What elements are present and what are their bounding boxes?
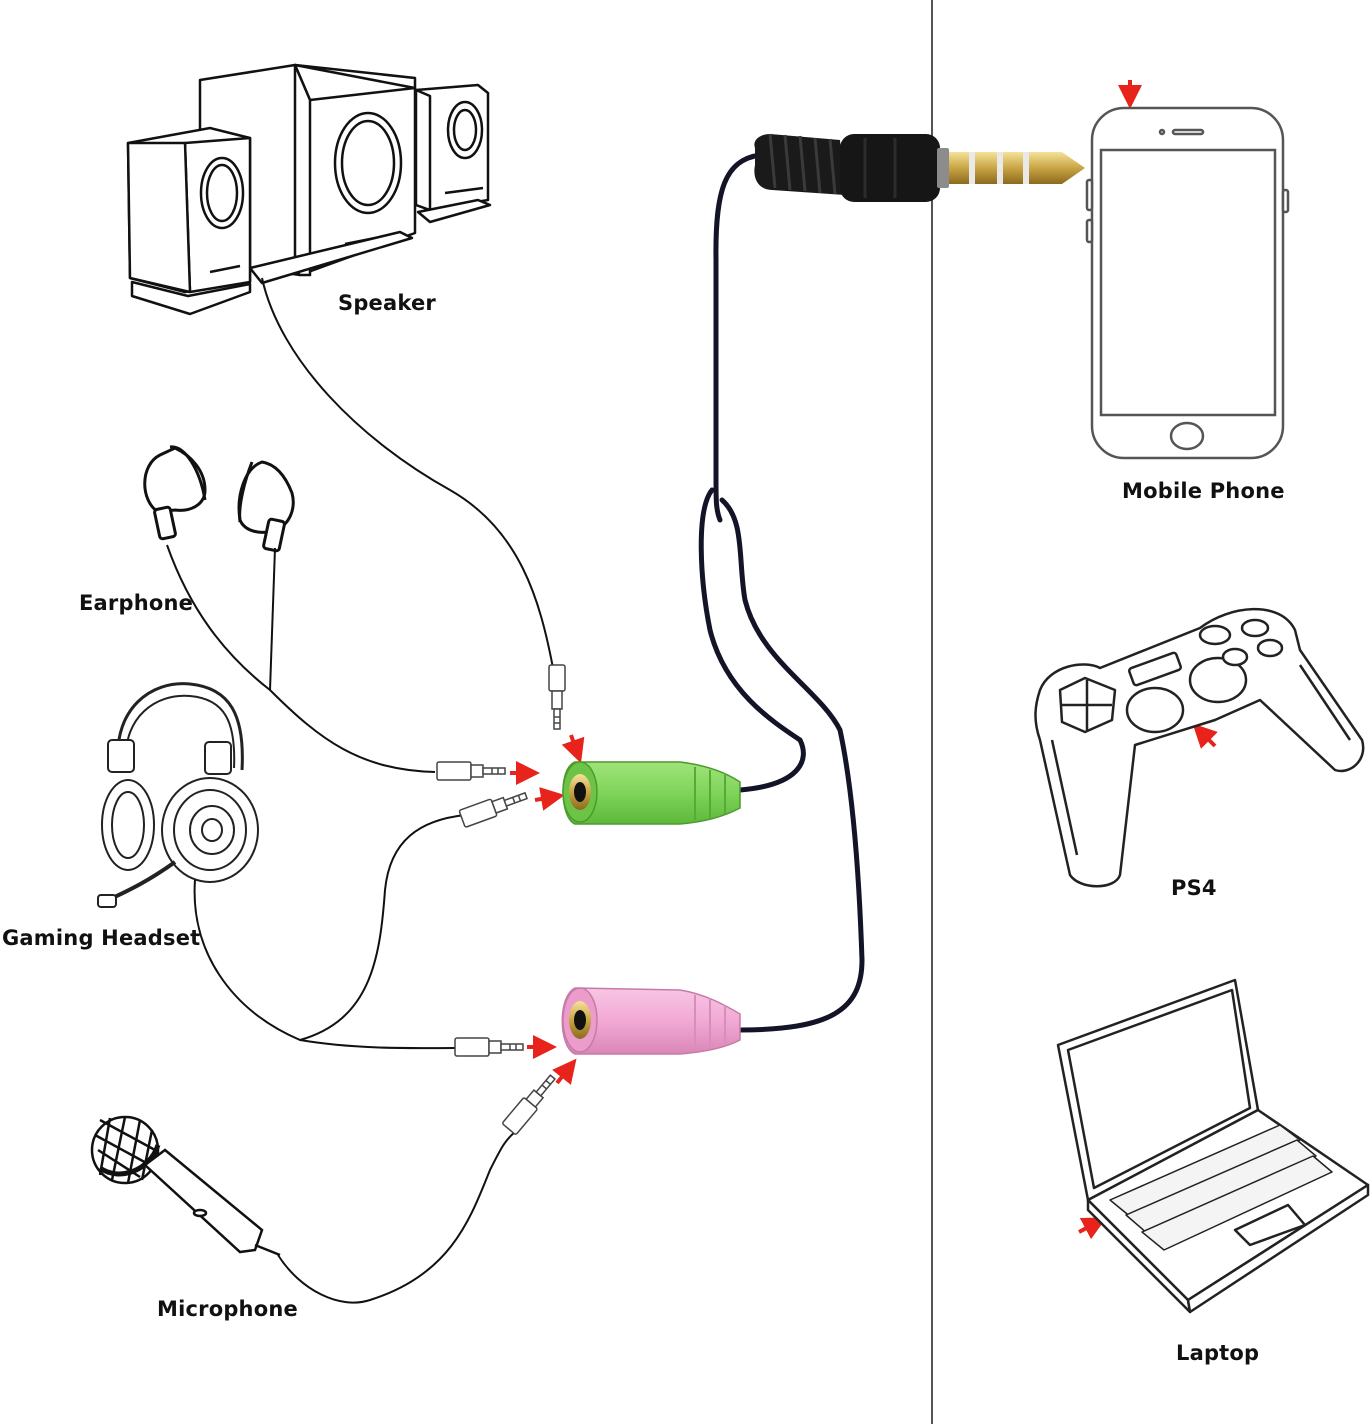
- label-microphone: Microphone: [157, 1297, 298, 1321]
- arrow-headset-top: [534, 787, 565, 811]
- plug-earphone: [436, 761, 506, 781]
- headset-cable: [193, 879, 456, 1050]
- label-speaker: Speaker: [338, 291, 436, 315]
- ps4-controller-icon: [1034, 607, 1365, 888]
- mobile-phone-icon: [1085, 106, 1290, 460]
- red-arrows: [510, 80, 1218, 1240]
- arrow-ps4: [1192, 723, 1218, 749]
- arrow-microphone: [552, 1058, 577, 1085]
- earphone-cable: [166, 544, 436, 773]
- y-cable: [698, 152, 865, 1033]
- earphone-icon: [143, 445, 295, 553]
- microphone-cable: [277, 1131, 516, 1304]
- label-gaming-headset: Gaming Headset: [2, 926, 201, 950]
- plug-headset-top: [458, 791, 528, 828]
- green-socket: [562, 761, 741, 825]
- headset-icon: [97, 682, 259, 908]
- speaker-icon: [126, 63, 492, 316]
- headset-cable-2: [299, 814, 466, 1041]
- pink-socket: [561, 987, 741, 1055]
- arrow-laptop: [1078, 1217, 1107, 1240]
- laptop-icon: [1056, 978, 1370, 1314]
- label-earphone: Earphone: [79, 591, 194, 615]
- plug-headset-bottom: [454, 1037, 524, 1057]
- trrs-plug: [754, 133, 1085, 202]
- plug-speaker: [548, 664, 566, 730]
- speaker-cable: [261, 277, 554, 669]
- arrow-speaker: [561, 734, 585, 764]
- microphone-icon: [90, 1115, 281, 1257]
- label-laptop: Laptop: [1176, 1341, 1260, 1365]
- plug-microphone: [502, 1074, 556, 1135]
- label-mobile-phone: Mobile Phone: [1122, 479, 1285, 503]
- label-ps4: PS4: [1171, 876, 1217, 900]
